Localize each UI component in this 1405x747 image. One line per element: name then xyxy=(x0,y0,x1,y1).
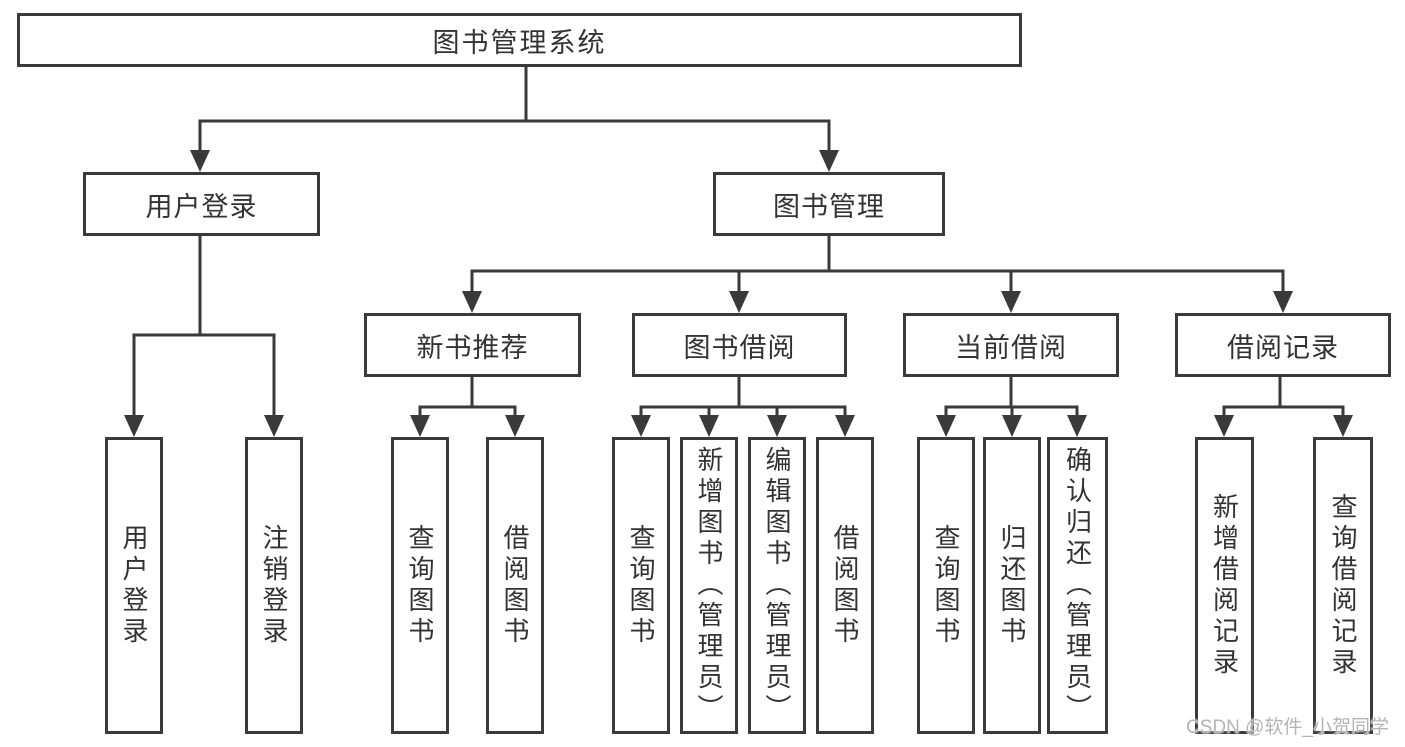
leaf-user-login: 用户登录 xyxy=(105,437,163,734)
leaf-edit-books-admin: 编辑图书（管理员） xyxy=(748,437,806,734)
node-new-book-recommend: 新书推荐 xyxy=(364,313,581,377)
arrowhead-down-icon xyxy=(1001,291,1021,313)
arrowhead-down-icon xyxy=(936,415,956,437)
node-current-borrow: 当前借阅 xyxy=(903,313,1119,377)
leaf-borrow-books: 借阅图书 xyxy=(486,437,544,734)
arrowhead-down-icon xyxy=(699,415,719,437)
arrowhead-down-icon xyxy=(1067,415,1087,437)
leaf-borrow-books: 借阅图书 xyxy=(816,437,874,734)
leaf-return-books: 归还图书 xyxy=(983,437,1041,734)
leaf-query-books: 查询图书 xyxy=(612,437,670,734)
leaf-logout: 注销登录 xyxy=(245,437,303,734)
node-book-management: 图书管理 xyxy=(713,172,945,236)
arrowhead-down-icon xyxy=(410,415,430,437)
leaf-query-books: 查询图书 xyxy=(391,437,449,734)
arrowhead-down-icon xyxy=(1214,415,1234,437)
arrowhead-down-icon xyxy=(1002,415,1022,437)
node-root: 图书管理系统 xyxy=(17,13,1022,67)
arrowhead-down-icon xyxy=(631,415,651,437)
node-user-login: 用户登录 xyxy=(83,172,320,236)
node-borrow-records: 借阅记录 xyxy=(1175,313,1391,377)
leaf-query-books: 查询图书 xyxy=(917,437,975,734)
arrowhead-down-icon xyxy=(124,415,144,437)
arrowhead-down-icon xyxy=(767,415,787,437)
leaf-query-borrow-record: 查询借阅记录 xyxy=(1313,437,1373,734)
arrowhead-down-icon xyxy=(264,415,284,437)
arrowhead-down-icon xyxy=(462,291,482,313)
node-book-borrow: 图书借阅 xyxy=(632,313,847,377)
arrowhead-down-icon xyxy=(835,415,855,437)
csdn-watermark: CSDN @软件_小贺同学 xyxy=(1186,717,1389,738)
arrowhead-down-icon xyxy=(819,150,839,172)
arrowhead-down-icon xyxy=(1273,291,1293,313)
leaf-add-borrow-record: 新增借阅记录 xyxy=(1195,437,1254,734)
leaf-add-books-admin: 新增图书（管理员） xyxy=(680,437,738,734)
arrowhead-down-icon xyxy=(729,291,749,313)
arrowhead-down-icon xyxy=(190,150,210,172)
arrowhead-down-icon xyxy=(1333,415,1353,437)
arrowhead-down-icon xyxy=(505,415,525,437)
leaf-confirm-return-admin: 确认归还（管理员） xyxy=(1047,437,1108,734)
